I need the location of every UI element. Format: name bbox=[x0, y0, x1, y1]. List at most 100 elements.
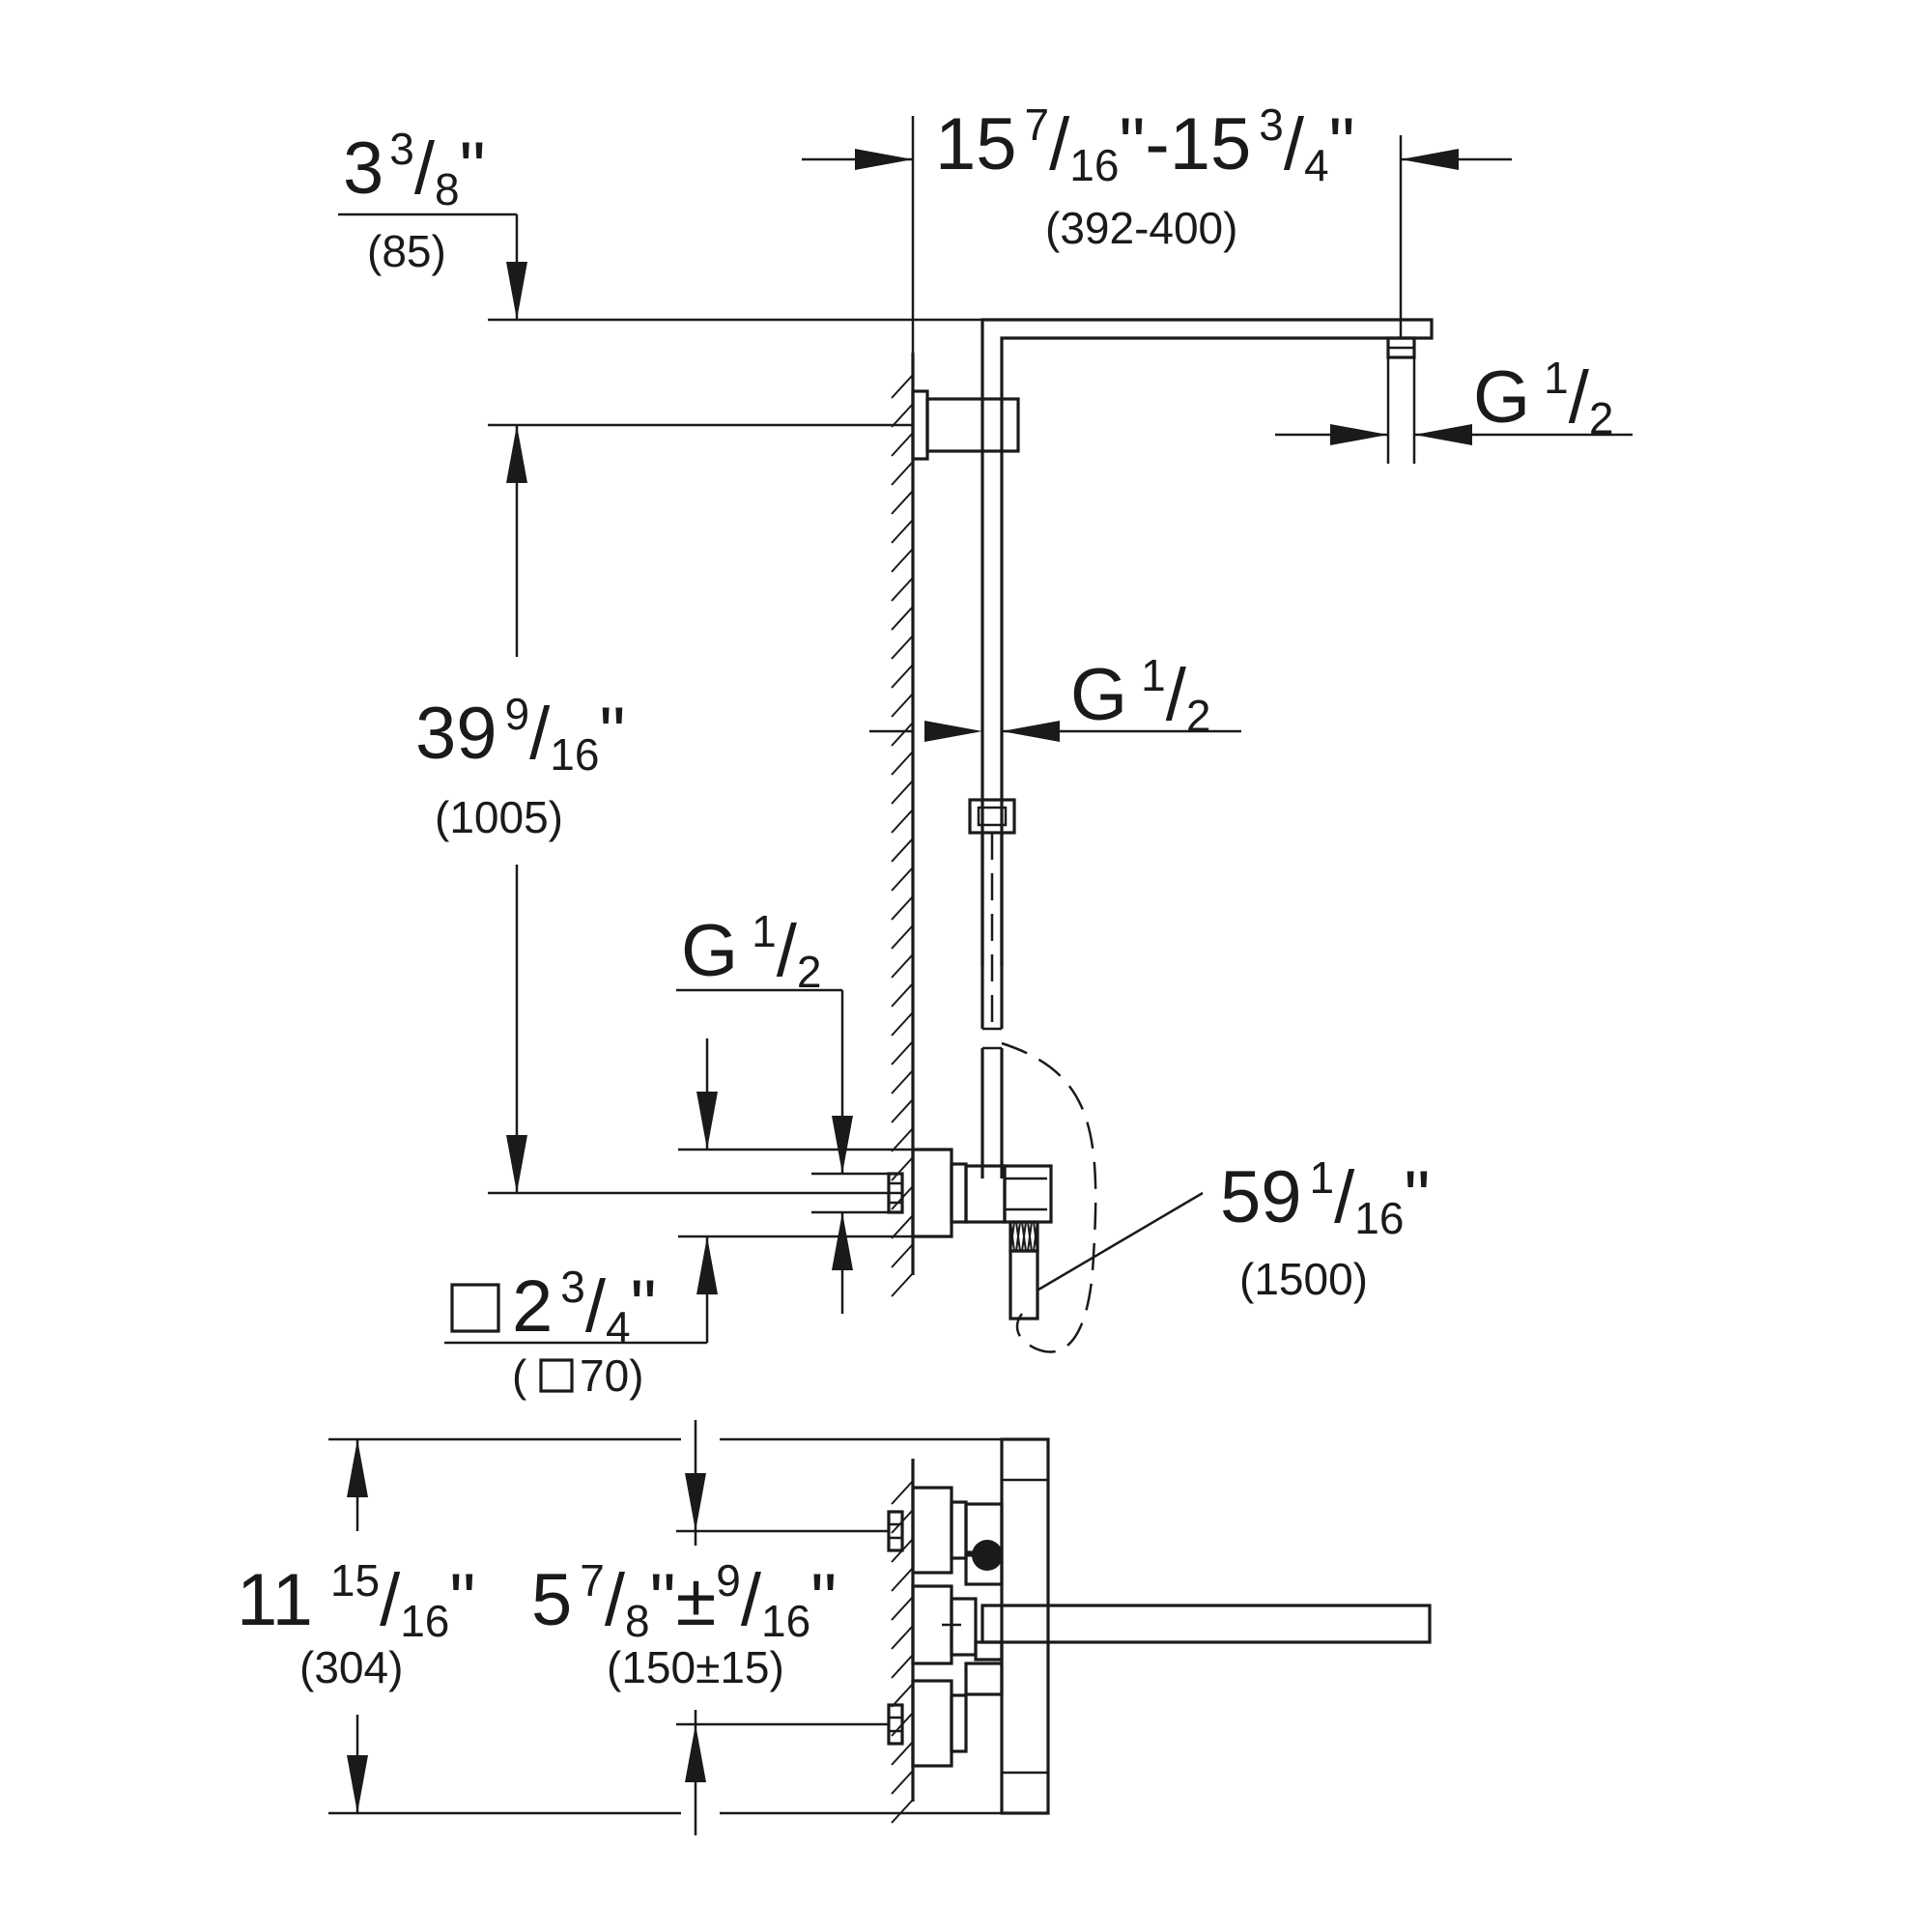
top-width-sep: "- bbox=[1119, 103, 1169, 185]
top-width-metric: (392-400) bbox=[1045, 203, 1237, 253]
hatch-line bbox=[891, 1156, 914, 1181]
center-distance-num: 7 bbox=[580, 1555, 605, 1605]
valve-body bbox=[1000, 1437, 1050, 1815]
thread-head-den: 2 bbox=[1589, 393, 1614, 443]
hatch-line bbox=[891, 1683, 914, 1708]
knurl-line bbox=[1027, 1221, 1033, 1252]
hatch-line bbox=[891, 780, 914, 805]
hose-length-num: 1 bbox=[1310, 1152, 1335, 1203]
svg-text:33/8": 33/8" bbox=[343, 124, 486, 214]
rail-height-num: 9 bbox=[505, 689, 530, 739]
offset-top-whole: 3 bbox=[343, 128, 384, 210]
svg-text:591/16": 591/16" bbox=[1220, 1152, 1430, 1243]
hatch-line bbox=[891, 1272, 914, 1297]
hatch-line bbox=[891, 577, 914, 602]
hatch-line bbox=[891, 664, 914, 689]
offset-top-num: 3 bbox=[389, 124, 414, 174]
overhead-shower-arm bbox=[980, 318, 1434, 966]
top-width-whole: 15 bbox=[935, 103, 1017, 185]
square-symbol bbox=[450, 1283, 500, 1333]
top-width-whole2: 15 bbox=[1170, 103, 1252, 185]
svg-text:G1/2: G1/2 bbox=[681, 906, 821, 997]
hatch-line bbox=[891, 461, 914, 486]
hatch-line bbox=[891, 1069, 914, 1094]
center-distance-whole: 5 bbox=[531, 1559, 572, 1641]
svg-text:G1/2: G1/2 bbox=[1070, 650, 1210, 741]
thread-rail-g: G bbox=[1070, 654, 1127, 736]
hatch-line bbox=[891, 1770, 914, 1795]
bottom-height-whole: 11 bbox=[237, 1559, 313, 1641]
bottom-height-metric: (304) bbox=[299, 1642, 403, 1692]
svg-text:23/4": 23/4" bbox=[512, 1262, 657, 1352]
thread-rail-den: 2 bbox=[1186, 691, 1211, 741]
offset-top-den: 8 bbox=[435, 164, 460, 214]
hatch-line bbox=[891, 867, 914, 892]
hatch-line bbox=[891, 606, 914, 631]
thread-inlet-num: 1 bbox=[752, 906, 777, 956]
hatch-line bbox=[891, 838, 914, 863]
hatch-line bbox=[891, 693, 914, 718]
hatch-line bbox=[891, 982, 914, 1008]
top-width-num: 7 bbox=[1025, 99, 1050, 150]
knurl-line bbox=[1021, 1221, 1027, 1252]
center-distance-den: 8 bbox=[625, 1596, 650, 1646]
hatch-line bbox=[891, 1480, 914, 1505]
knurl-line bbox=[1009, 1221, 1015, 1252]
hatch-line bbox=[891, 1654, 914, 1679]
hose-length-den: 16 bbox=[1354, 1193, 1404, 1243]
center-distance-num2: 9 bbox=[716, 1555, 741, 1605]
hatch-line bbox=[891, 1098, 914, 1123]
thread-inlet-g: G bbox=[681, 910, 738, 992]
hatch-line bbox=[891, 548, 914, 573]
hatch-line bbox=[891, 490, 914, 515]
center-distance-den2: 16 bbox=[761, 1596, 810, 1646]
svg-text:157/16"-153/4": 157/16"-153/4" bbox=[935, 99, 1355, 190]
spout-arm bbox=[980, 1604, 1432, 1644]
thread-head-num: 1 bbox=[1544, 353, 1569, 403]
hatch-line bbox=[891, 1567, 914, 1592]
svg-text:G1/2: G1/2 bbox=[1473, 353, 1613, 443]
svg-text:57/8"±9/16": 57/8"±9/16" bbox=[531, 1555, 837, 1646]
hatch-line bbox=[891, 722, 914, 747]
offset-top-metric: (85) bbox=[367, 226, 446, 276]
bottom-height-num: 15 bbox=[330, 1555, 380, 1605]
flange-metric-value: 70) bbox=[580, 1350, 643, 1401]
offset-top-tail: " bbox=[460, 128, 486, 210]
hatch-line bbox=[891, 953, 914, 979]
rail-height-tail: " bbox=[599, 693, 625, 775]
thread-inlet-den: 2 bbox=[797, 947, 822, 997]
hatch-line bbox=[891, 809, 914, 834]
hatch-line bbox=[891, 1625, 914, 1650]
center-distance-mid: "± bbox=[650, 1559, 717, 1641]
center-distance-metric: (150±15) bbox=[607, 1642, 784, 1692]
bottom-height-tail: " bbox=[449, 1559, 475, 1641]
hatch-line bbox=[891, 519, 914, 544]
hatch-line bbox=[891, 403, 914, 428]
hatch-line bbox=[891, 751, 914, 776]
flange-den: 4 bbox=[606, 1302, 631, 1352]
bottom-height-den: 16 bbox=[400, 1596, 449, 1646]
hatch-line bbox=[891, 1040, 914, 1065]
knurl-line bbox=[1015, 1221, 1021, 1252]
hatch-line bbox=[891, 1799, 914, 1824]
rail-slider bbox=[968, 798, 1016, 1024]
hatch-line bbox=[891, 1243, 914, 1268]
flange-metric-open: ( bbox=[512, 1350, 527, 1401]
hatch-line bbox=[891, 1741, 914, 1766]
hatch-line bbox=[891, 374, 914, 399]
hatch-line bbox=[891, 895, 914, 921]
square-symbol-small bbox=[539, 1358, 574, 1393]
top-width-num2: 3 bbox=[1259, 99, 1284, 150]
top-width-tail: " bbox=[1329, 103, 1355, 185]
